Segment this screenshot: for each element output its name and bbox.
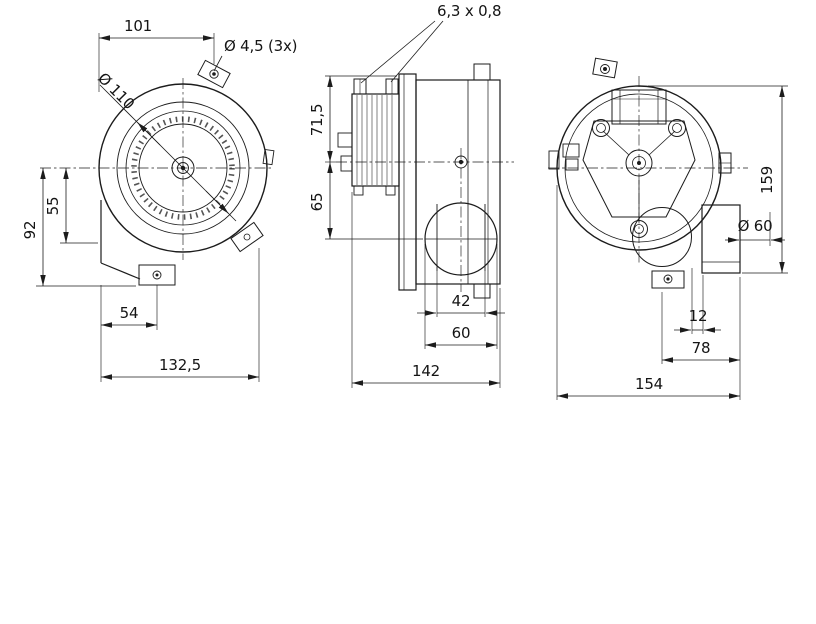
dim-height-upper: 71,5: [308, 75, 397, 163]
rear-bottom-tab: [651, 270, 685, 289]
dim-label-height-inner: 55: [44, 197, 62, 216]
dim-label-depth-total: 142: [412, 362, 440, 380]
rear-outlet: [632, 207, 692, 267]
inlet-grill-ring: [131, 116, 235, 220]
rear-tab-right: [718, 152, 732, 174]
front-view: Ø 110 101 Ø 4,5 (3x) 92 55: [21, 17, 298, 382]
dim-foot-offset: 54: [100, 285, 158, 330]
hub: [171, 156, 195, 180]
dim-outlet-flange: 60: [424, 244, 498, 349]
dim-label-height-upper: 71,5: [308, 104, 326, 137]
rear-tab-left: [548, 150, 560, 170]
dim-outlet-diameter: Ø 60: [725, 212, 785, 246]
bracket-screw-right: [668, 119, 686, 137]
front-housing: [98, 83, 268, 253]
dim-height-lower: 65: [308, 161, 423, 240]
rear-motor-bracket: [562, 89, 696, 238]
callout-mount-hole: Ø 4,5 (3x): [213, 37, 298, 72]
dim-label-top-width: 101: [124, 17, 152, 35]
foot-hole: [152, 270, 162, 280]
side-view: 6,3 x 0,8 71,5 65 42: [308, 2, 514, 388]
rear-tab-top: [592, 57, 618, 79]
dim-label-inlet-diameter: Ø 110: [94, 69, 138, 113]
callout-terminal-size: 6,3 x 0,8: [360, 2, 502, 84]
mount-hole-top: [209, 69, 219, 79]
cable-clamp: [562, 143, 580, 158]
rear-view: 159 Ø 60 12 78: [548, 57, 788, 400]
bracket-screw-left: [592, 119, 610, 137]
dim-label-height-lower: 65: [308, 193, 326, 212]
bracket-screw-bottom: [630, 220, 648, 238]
dim-label-terminal-size: 6,3 x 0,8: [437, 2, 501, 20]
shaft-end: [454, 155, 468, 169]
dim-foot-span: 78: [661, 277, 741, 400]
rear-hub: [625, 149, 653, 177]
side-motor-body: [415, 63, 501, 299]
front-tab-top: [197, 59, 231, 89]
dim-label-foot-inset: 12: [689, 307, 708, 325]
rear-housing: [556, 85, 722, 251]
dim-label-mount-hole: Ø 4,5 (3x): [224, 37, 297, 55]
dim-depth-total: 142: [351, 192, 501, 388]
dim-top-width: 101: [98, 17, 215, 92]
front-mounting-foot: [100, 200, 176, 286]
dim-foot-inset: 12: [674, 268, 721, 334]
dim-label-outlet-inner: 42: [452, 292, 471, 310]
side-outlet: [424, 202, 498, 276]
dim-outlet-inner: 42: [417, 271, 505, 317]
mount-hole-bottom: [243, 233, 251, 241]
dim-label-rear-width-total: 154: [635, 375, 663, 393]
front-tab-right: [262, 149, 275, 166]
rear-foot: [701, 204, 741, 274]
dim-rear-height-total: 159: [648, 85, 788, 274]
dim-height-total: 92: [21, 167, 136, 287]
dim-rear-width-total: 154: [556, 185, 741, 400]
dim-label-outlet-diameter: Ø 60: [738, 217, 773, 235]
spade-terminals: [353, 78, 399, 95]
side-stator-stack: [337, 93, 400, 196]
dim-label-foot-span: 78: [692, 339, 711, 357]
dim-front-width-total: 132,5: [100, 248, 260, 382]
dim-label-height-total: 92: [21, 221, 39, 240]
front-tab-bottom: [230, 221, 264, 253]
side-mounting-plate: [398, 73, 417, 291]
dim-label-outlet-flange: 60: [452, 324, 471, 342]
dim-label-rear-height-total: 159: [758, 166, 776, 194]
dim-label-front-width-total: 132,5: [159, 356, 201, 374]
dim-label-foot-offset: 54: [120, 304, 139, 322]
dim-height-inner: 55: [44, 167, 98, 244]
